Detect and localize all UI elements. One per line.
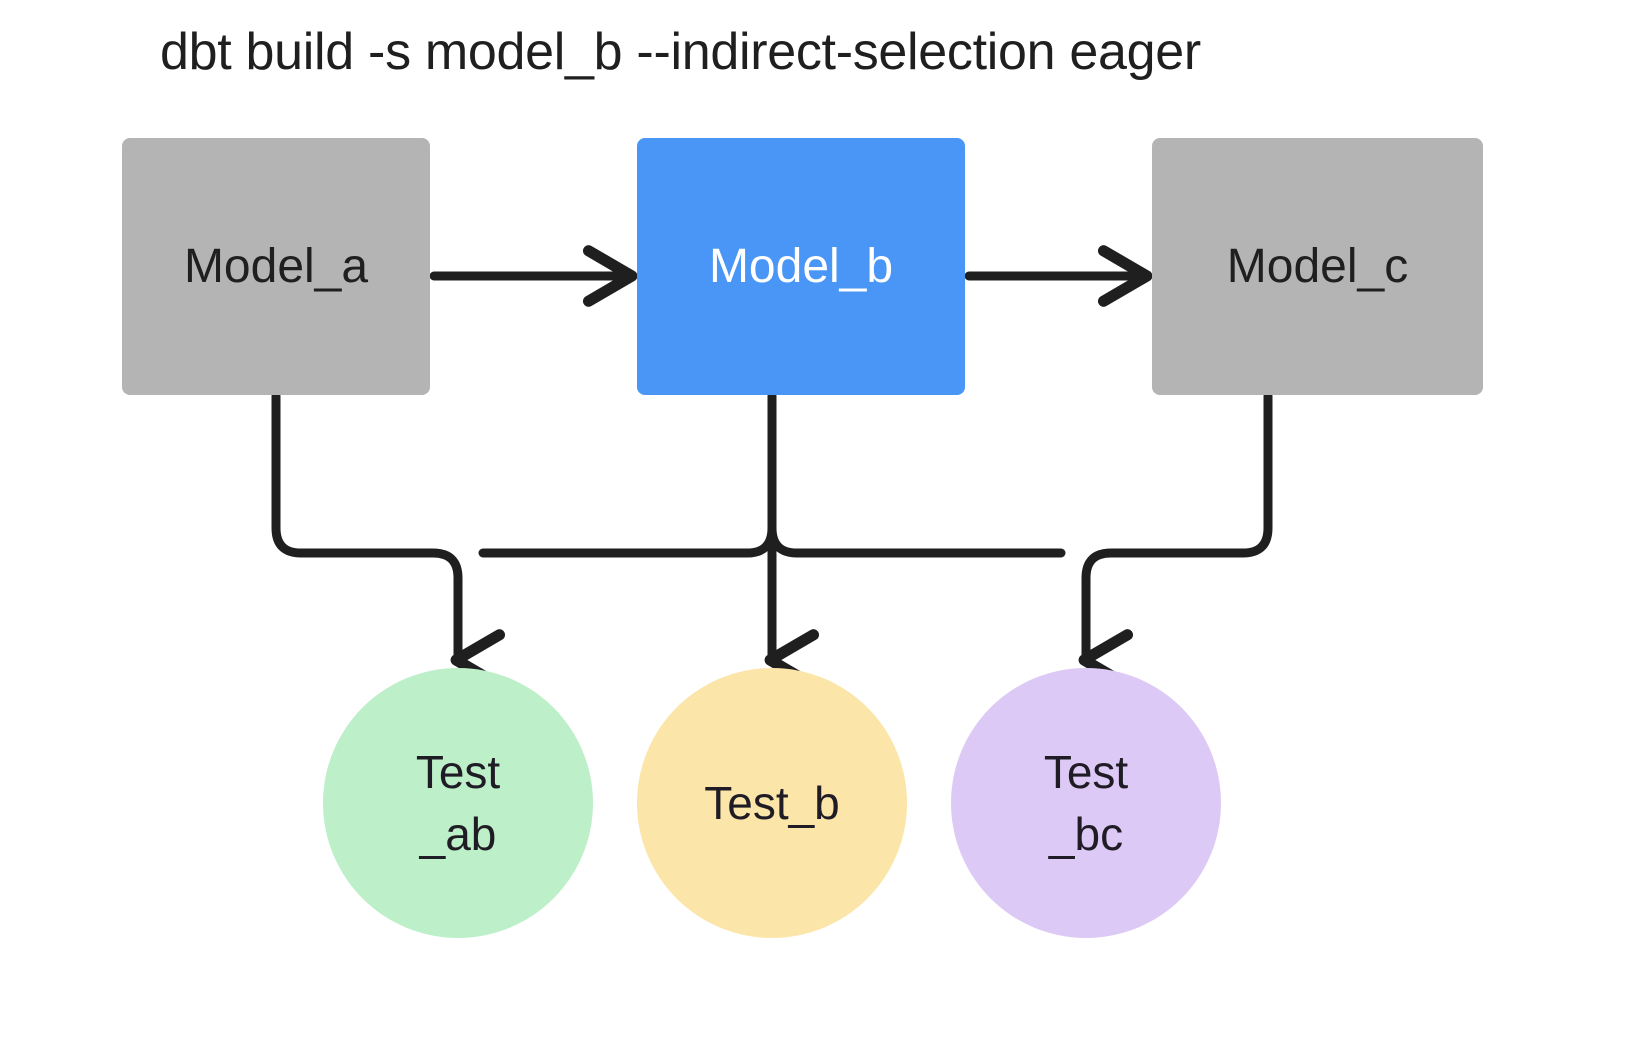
node-model-a[interactable]: Model_a — [122, 138, 430, 395]
node-test-b[interactable]: Test_b — [637, 668, 907, 938]
node-test-ab[interactable]: Test _ab — [323, 668, 593, 938]
edge-model_b-test_bc — [767, 523, 1066, 558]
node-model-c-label: Model_c — [1226, 240, 1409, 293]
node-test-bc-label: Test _bc — [1043, 745, 1129, 860]
edge-model_c-test_bc — [1086, 391, 1273, 660]
node-model-b-label: Model_b — [708, 240, 894, 293]
node-test-bc[interactable]: Test _bc — [951, 668, 1221, 938]
edge-model_a-test_ab — [271, 391, 458, 660]
edge-model_b-test_ab — [478, 523, 777, 558]
diagram-title: dbt build -s model_b --indirect-selectio… — [160, 23, 1201, 81]
node-test-b-label: Test_b — [704, 776, 840, 829]
node-test-ab-label: Test _ab — [415, 745, 501, 860]
node-model-c[interactable]: Model_c — [1152, 138, 1483, 395]
node-model-a-label: Model_a — [183, 240, 369, 293]
node-model-b[interactable]: Model_b — [637, 138, 965, 395]
